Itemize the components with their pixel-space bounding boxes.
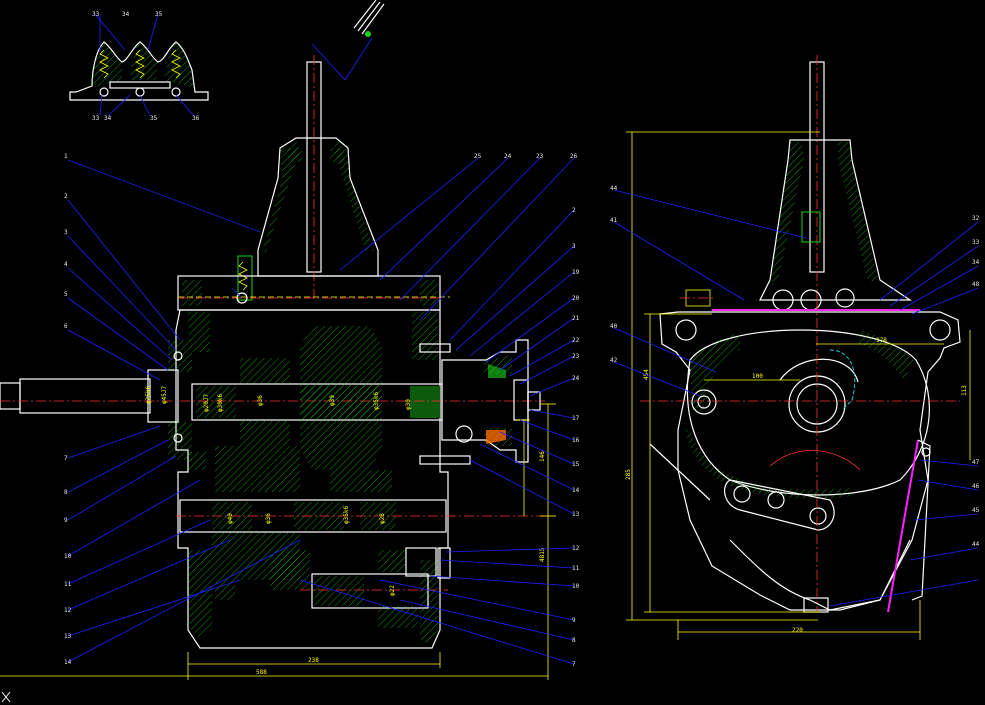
callout-left-4: 4	[64, 261, 68, 268]
dim-d3: φ20J7	[203, 394, 210, 412]
callout-right-n: 12	[572, 545, 580, 552]
callout-left-12: 12	[64, 607, 72, 614]
callout-right-s: 7	[572, 661, 576, 668]
side-callout-right-8: 44	[972, 541, 980, 548]
dim-d10: φ36	[265, 513, 272, 524]
detail-callout-3: 35	[155, 11, 163, 18]
callout-right-j: 16	[572, 437, 580, 444]
dim-width-inner: 238	[308, 657, 319, 664]
callout-top-23: 23	[536, 153, 544, 160]
section-right-callouts: 2 3 19 20 21 22 23 24 17 16 15 14 13 12 …	[572, 207, 580, 668]
callout-right-h: 24	[572, 375, 580, 382]
dim-d7: φ35k6	[373, 392, 380, 410]
callout-left-7: 7	[64, 455, 68, 462]
callout-left-1: 1	[64, 153, 68, 160]
callout-left-10: 10	[64, 553, 72, 560]
side-callout-left-1: 44	[610, 185, 618, 192]
callout-right-p: 10	[572, 583, 580, 590]
dim-d1: φ45J7	[161, 386, 168, 404]
side-right-callouts: 32 33 34 48 47 46 45 44	[972, 215, 980, 548]
dim-d11: φ35k6	[343, 506, 350, 524]
dim-height-right: 146	[539, 451, 546, 462]
detail-callout-4: 33	[92, 115, 100, 122]
callout-right-d: 20	[572, 295, 580, 302]
callout-top-24: 24	[504, 153, 512, 160]
dim-width-overall: 588	[256, 669, 267, 676]
callout-right-l: 14	[572, 487, 580, 494]
callout-right-a: 2	[572, 207, 576, 214]
callout-left-6: 6	[64, 323, 68, 330]
side-callout-right-3: 34	[972, 259, 980, 266]
section-view: 238 588 146 4815 φ45J7 φ25k6 φ20J7 φ30k6…	[0, 0, 580, 680]
callout-left-8: 8	[64, 489, 68, 496]
side-callout-left-4: 42	[610, 357, 618, 364]
dim-d5: φ36	[257, 395, 264, 406]
callout-right-i: 17	[572, 415, 580, 422]
callout-right-b: 3	[572, 243, 576, 250]
side-callout-right-5: 47	[972, 459, 980, 466]
detail-callout-7: 36	[192, 115, 200, 122]
side-left-callouts: 44 41 40 42	[610, 185, 618, 364]
detail-callout-2: 34	[122, 11, 130, 18]
dim-d8: φ30	[405, 399, 412, 410]
dim-d9: φ40	[227, 513, 234, 524]
detail-view: 33 34 35 33 34 35 36	[69, 11, 209, 122]
callout-right-q: 9	[572, 617, 576, 624]
callout-right-o: 11	[572, 565, 580, 572]
side-dim-width-bottom: 220	[792, 627, 803, 634]
dim-d13: φ22	[389, 585, 396, 596]
callout-left-14: 14	[64, 659, 72, 666]
callout-right-c: 19	[572, 269, 580, 276]
dim-d4: φ30k6	[217, 394, 224, 412]
callout-right-r: 8	[572, 637, 576, 644]
callout-left-13: 13	[64, 633, 72, 640]
detail-callout-5: 34	[104, 115, 112, 122]
side-dim-height-left: 454	[643, 369, 650, 380]
dim-height-right2: 4815	[539, 547, 546, 562]
detail-callout-1: 33	[92, 11, 100, 18]
section-top-callouts: 25 24 23 26	[474, 153, 578, 160]
side-callout-left-2: 41	[610, 217, 618, 224]
callout-right-e: 21	[572, 315, 580, 322]
side-callout-right-7: 45	[972, 507, 980, 514]
side-callout-right-6: 46	[972, 483, 980, 490]
callout-right-f: 22	[572, 337, 580, 344]
side-dim-height-total: 285	[625, 469, 632, 480]
callout-left-2: 2	[64, 193, 68, 200]
side-callout-left-3: 40	[610, 323, 618, 330]
side-dim-inner: 100	[752, 373, 763, 380]
callout-right-m: 13	[572, 511, 580, 518]
dim-d12: φ28	[379, 513, 386, 524]
callout-left-11: 11	[64, 581, 72, 588]
callout-left-3: 3	[64, 229, 68, 236]
callout-left-5: 5	[64, 291, 68, 298]
side-view: 178 454 285 220 113 100 44 41 40 42	[610, 55, 980, 640]
detail-callout-6: 35	[150, 115, 158, 122]
side-callout-right-4: 48	[972, 281, 980, 288]
callout-top-25: 25	[474, 153, 482, 160]
section-left-callouts: 1 2 3 4 5 6 7 8 9 10 11 12 13 14	[64, 153, 72, 666]
callout-right-g: 23	[572, 353, 580, 360]
side-dim-width-top: 178	[876, 337, 887, 344]
side-callout-right-1: 32	[972, 215, 980, 222]
callout-left-9: 9	[64, 517, 68, 524]
side-dim-height-right: 113	[961, 385, 968, 396]
dim-d6: φ39	[329, 395, 336, 406]
dim-d2: φ25k6	[145, 386, 152, 404]
callout-top-26: 26	[570, 153, 578, 160]
side-callout-right-2: 33	[972, 239, 980, 246]
ucs-icon	[1, 691, 11, 703]
callout-right-k: 15	[572, 461, 580, 468]
